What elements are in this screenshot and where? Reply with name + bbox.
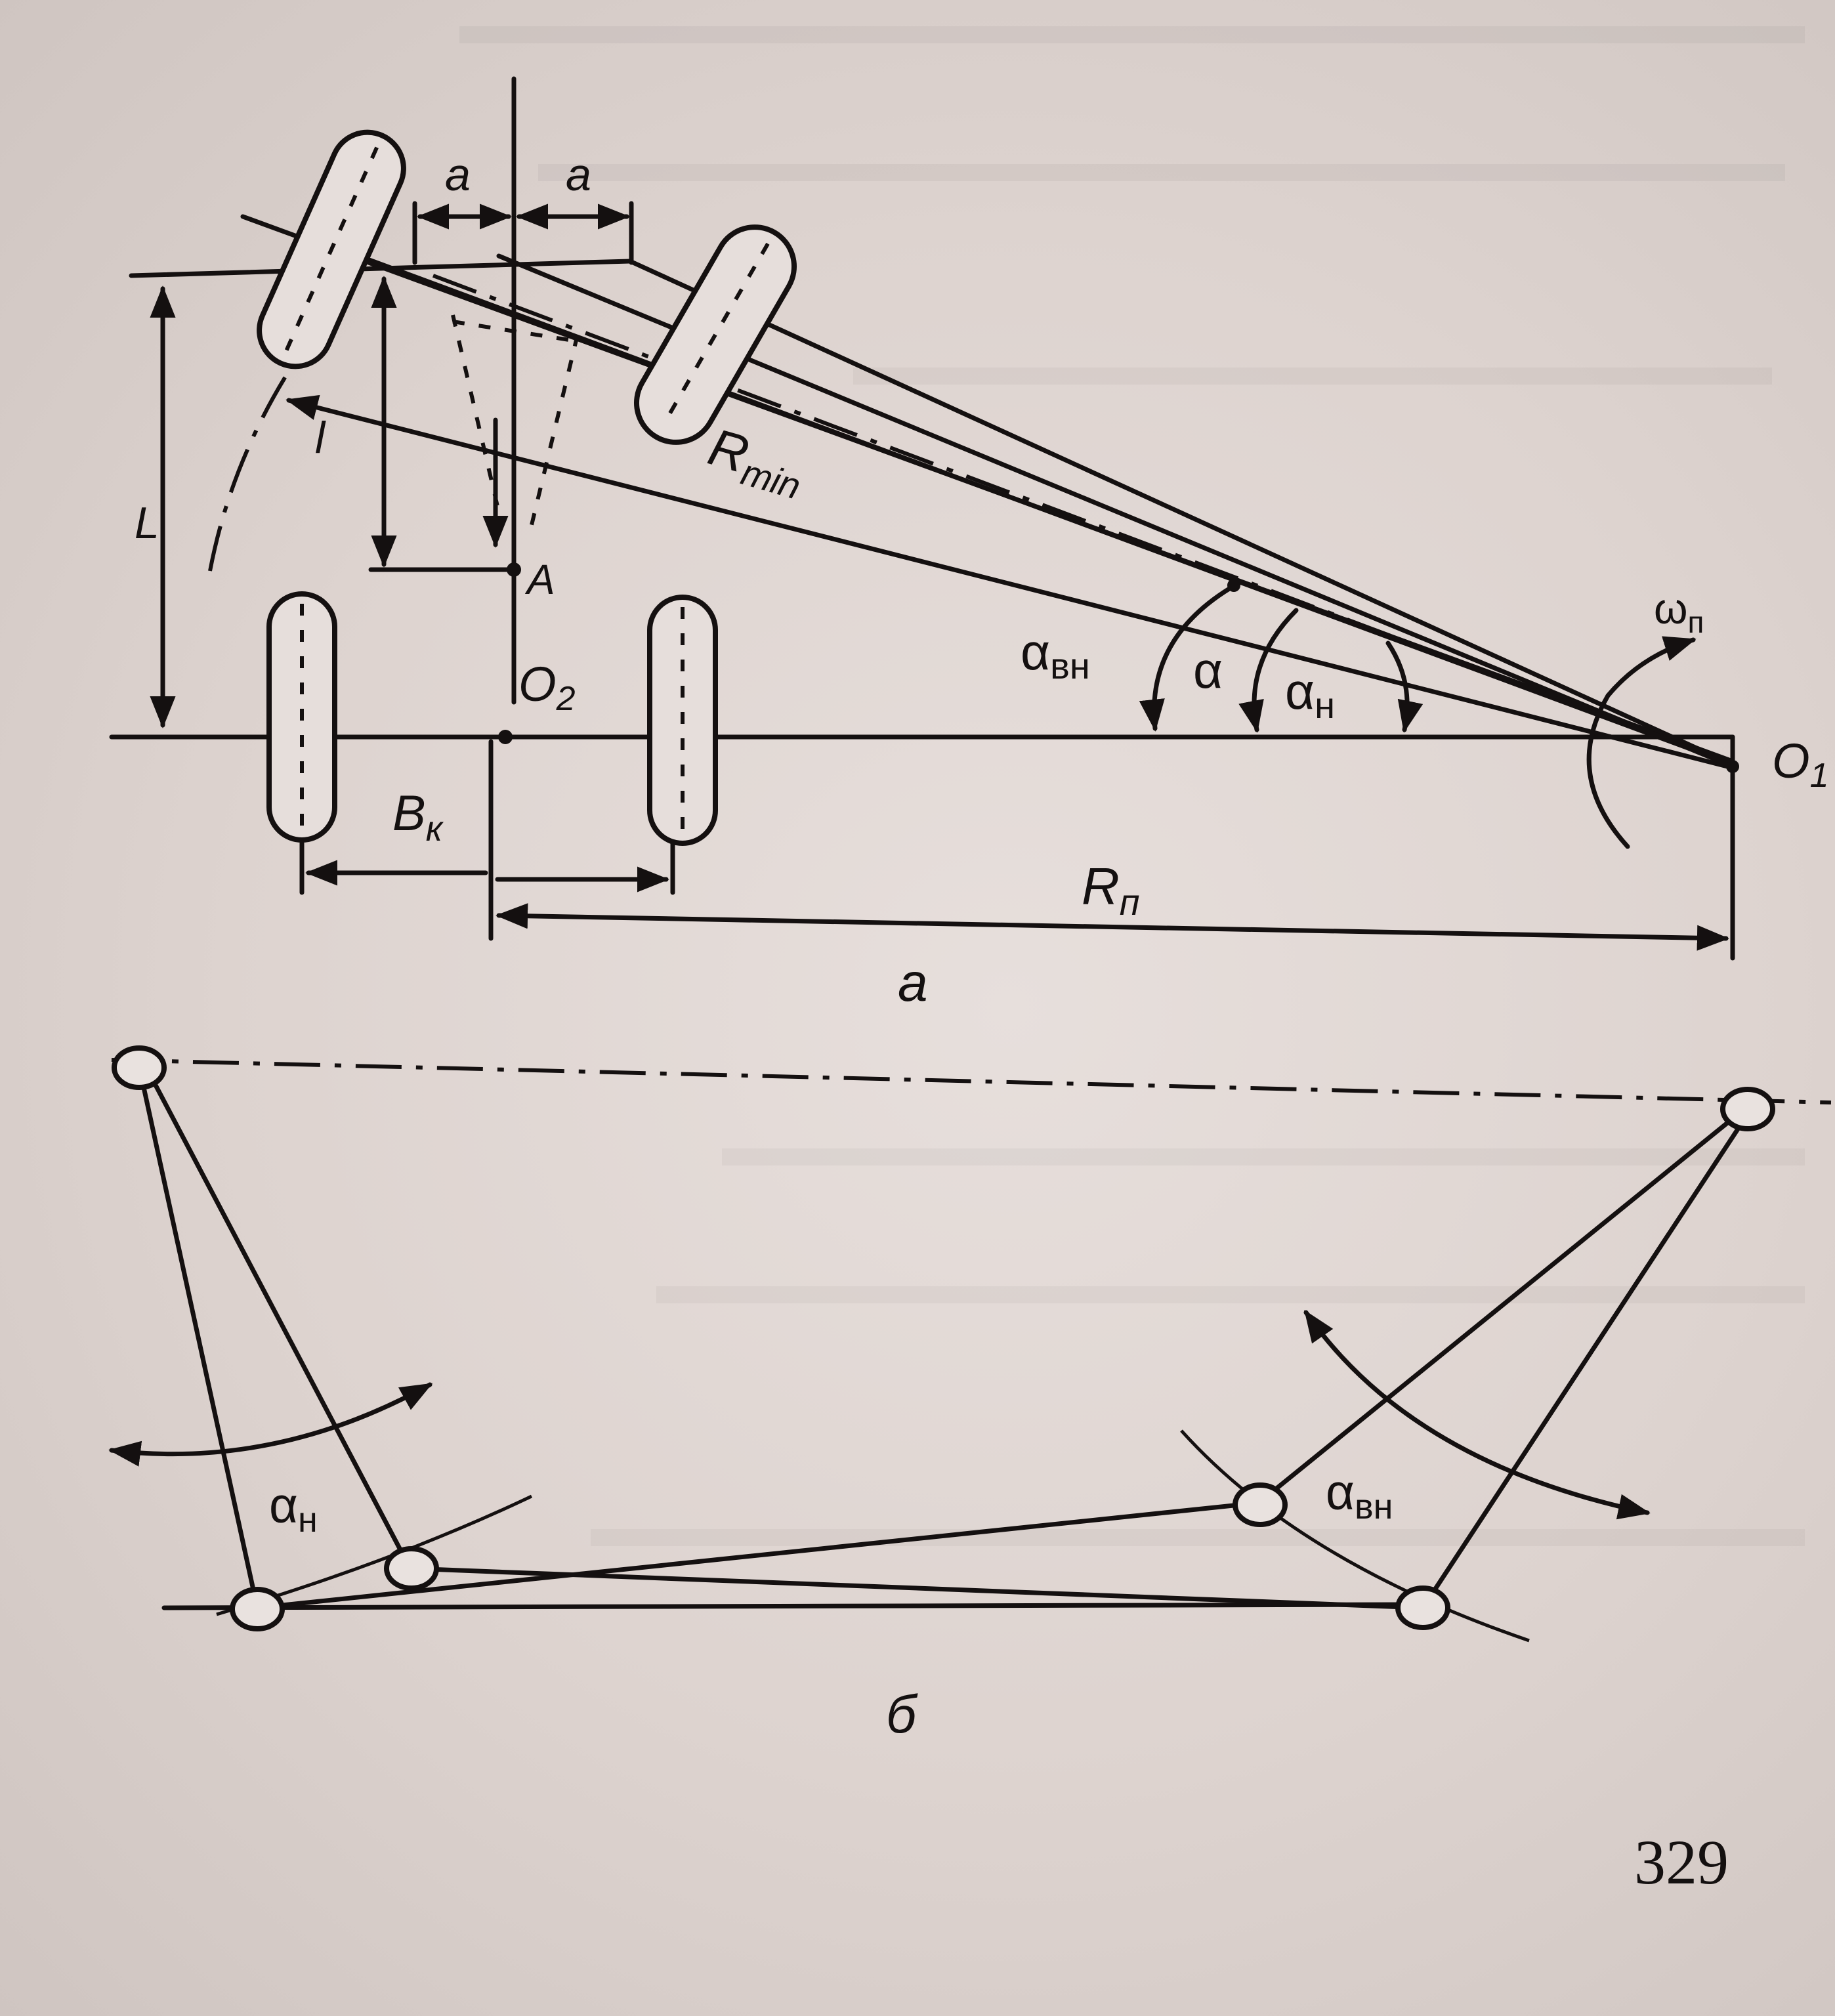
label-a-left: a	[445, 149, 471, 200]
joint-left-lower	[230, 1587, 285, 1631]
o1-point	[1726, 760, 1739, 773]
show-through-text	[459, 26, 1805, 181]
rear-right-wheel	[647, 595, 718, 846]
label-L: L	[135, 498, 159, 548]
diagram-a: a a L l A O2 O1 Rmin Rп Bк ωп αвн α αн а	[109, 76, 1828, 1013]
label-O1: O1	[1772, 734, 1828, 795]
arc-alpha	[1238, 608, 1299, 733]
kingpin-left	[112, 1045, 167, 1090]
right-arm-1	[1256, 1106, 1747, 1505]
rear-left-wheel	[266, 591, 337, 843]
label-l: l	[315, 413, 326, 463]
label-alpha-inner: αвн	[1021, 623, 1090, 686]
left-arm-2	[143, 1064, 413, 1571]
o2-point	[498, 730, 513, 744]
joint-right-lower	[1395, 1586, 1450, 1630]
label-alpha-outer: αн	[1285, 662, 1335, 726]
arc-alpha-inner-b	[1303, 1309, 1651, 1520]
joint-right-upper	[1233, 1482, 1288, 1527]
label-rp: Rп	[1082, 857, 1140, 923]
arc-right-b	[1180, 1429, 1530, 1643]
label-alpha-inner-b: αвн	[1326, 1465, 1393, 1526]
label-A: A	[524, 556, 555, 603]
dotted-line-1	[451, 314, 501, 513]
left-arm-1	[137, 1064, 260, 1610]
angle-dot	[1227, 579, 1240, 592]
diagram-b: αн αвн б	[108, 1045, 1832, 1744]
kingpin-axis-line	[111, 1058, 1832, 1104]
label-rmin: Rmin	[700, 417, 812, 507]
dotted-line-2	[530, 334, 580, 526]
omega-arrow	[1586, 636, 1697, 849]
dashdot-ray	[432, 274, 1734, 766]
page-number: 329	[1634, 1827, 1729, 1897]
label-alpha-outer-b: αн	[269, 1478, 318, 1540]
label-a-right: a	[566, 149, 591, 200]
dotted-line-3	[452, 320, 578, 343]
tie-rod-2	[408, 1566, 1425, 1610]
dim-rp	[496, 903, 1729, 951]
arc-alpha-outer-b	[108, 1382, 433, 1467]
ray-3	[627, 259, 1735, 767]
kingpin-right	[1720, 1087, 1775, 1131]
joint-left-upper	[384, 1546, 439, 1591]
caption-b: б	[886, 1685, 918, 1744]
label-O2: O2	[518, 657, 576, 718]
front-left-wheel	[257, 129, 406, 369]
base-line-b	[161, 1602, 1407, 1610]
label-alpha: α	[1193, 641, 1223, 699]
arc-alpha-outer	[1385, 640, 1424, 733]
label-omega: ωп	[1654, 584, 1704, 639]
label-bk: Bк	[392, 786, 444, 849]
front-right-wheel	[634, 224, 797, 445]
tie-rod-1	[255, 1500, 1261, 1610]
arc-alpha-inner	[1139, 581, 1240, 732]
caption-a: а	[898, 953, 928, 1013]
rmin-ray	[285, 394, 1735, 770]
